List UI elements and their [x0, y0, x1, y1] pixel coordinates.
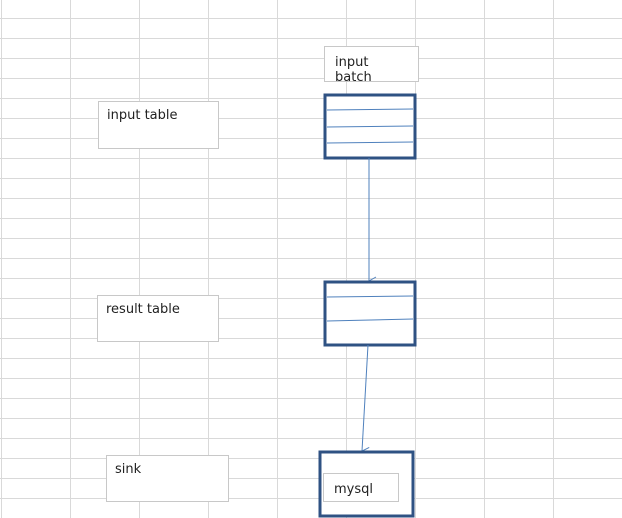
sink-label-box: sink: [106, 455, 229, 502]
result-table-row-line: [326, 295, 414, 298]
mysql-label: mysql: [334, 482, 373, 497]
sink-label: sink: [115, 462, 142, 477]
input-table-label-box: input table: [98, 101, 219, 149]
result-table-row-line: [326, 318, 414, 322]
input-batch-label-box: input batch: [324, 46, 419, 85]
input-table-label: input table: [107, 108, 178, 123]
arrow-result-to-sink: [360, 344, 370, 456]
input-table-row-line: [326, 141, 414, 144]
mysql-label-box: mysql: [323, 473, 399, 502]
result-table-label: result table: [106, 302, 180, 317]
input-batch-label: input batch: [335, 55, 372, 85]
input-table-row-line: [326, 125, 414, 128]
input-table-row-line: [326, 108, 414, 111]
result-table-block-frame: [323, 280, 417, 347]
result-table-block: [323, 280, 417, 347]
result-table-label-box: result table: [97, 295, 219, 342]
input-table-block: [323, 93, 417, 160]
